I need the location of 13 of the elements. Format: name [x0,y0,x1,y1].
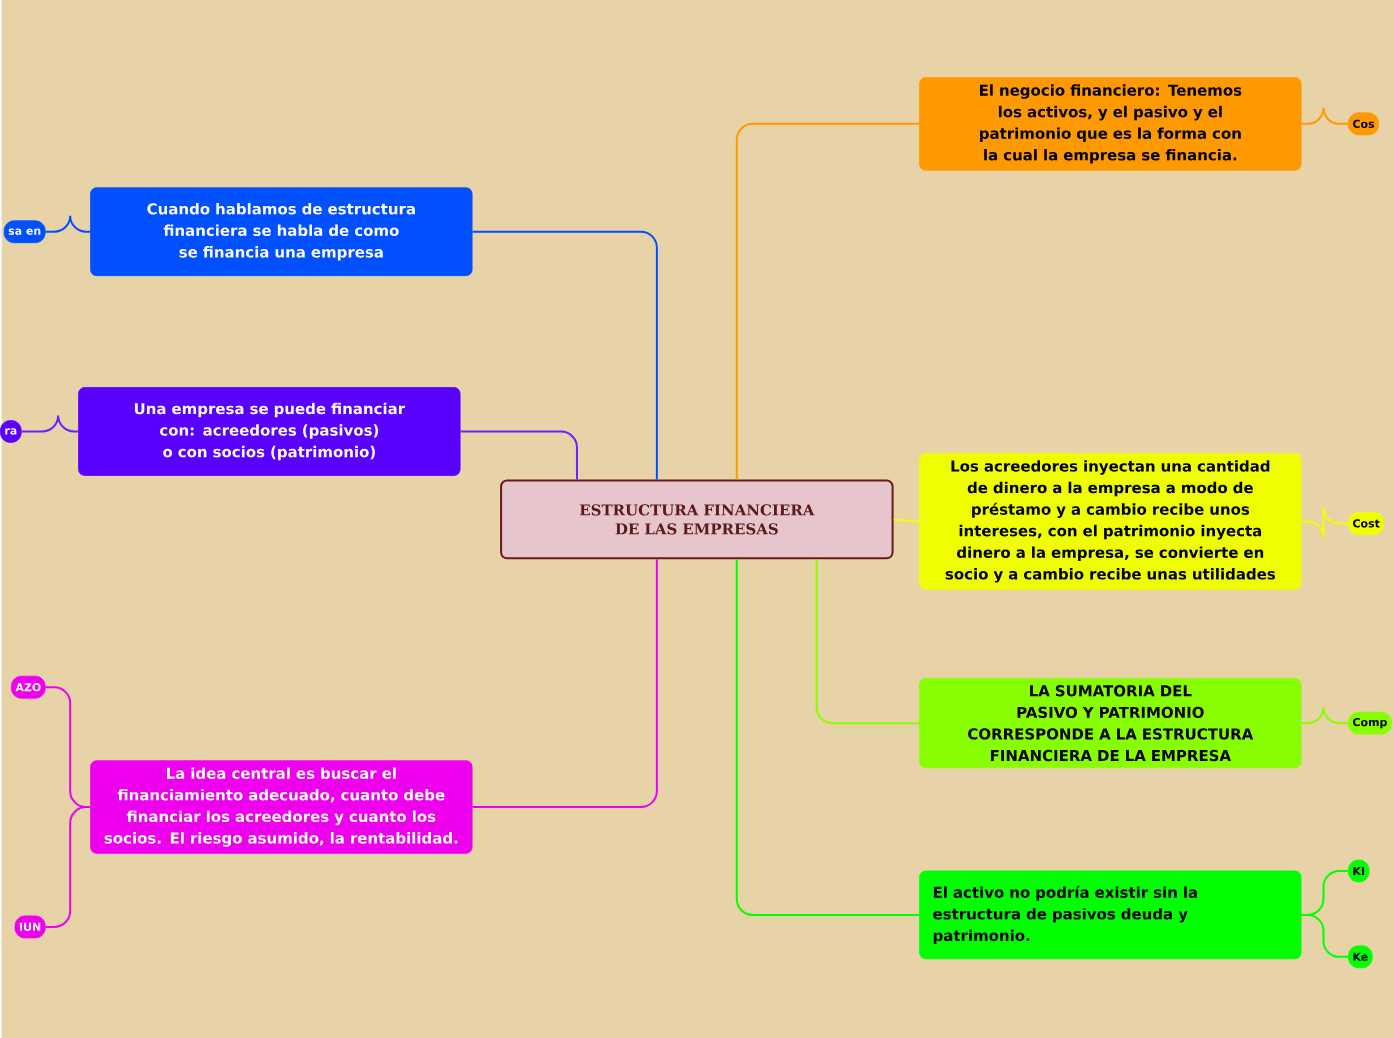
connector-line [471,557,658,808]
connector-line [20,414,80,433]
connector-line [1300,506,1350,538]
connector-line [735,122,921,481]
connector-line [892,518,921,522]
connector-line [1300,705,1350,724]
connector-line [735,557,921,916]
connector-line [815,557,921,724]
connector-line [459,430,578,481]
connector-line [1300,106,1350,125]
connector-line [44,805,92,928]
connector-line [471,230,658,481]
connector-line [44,214,92,233]
